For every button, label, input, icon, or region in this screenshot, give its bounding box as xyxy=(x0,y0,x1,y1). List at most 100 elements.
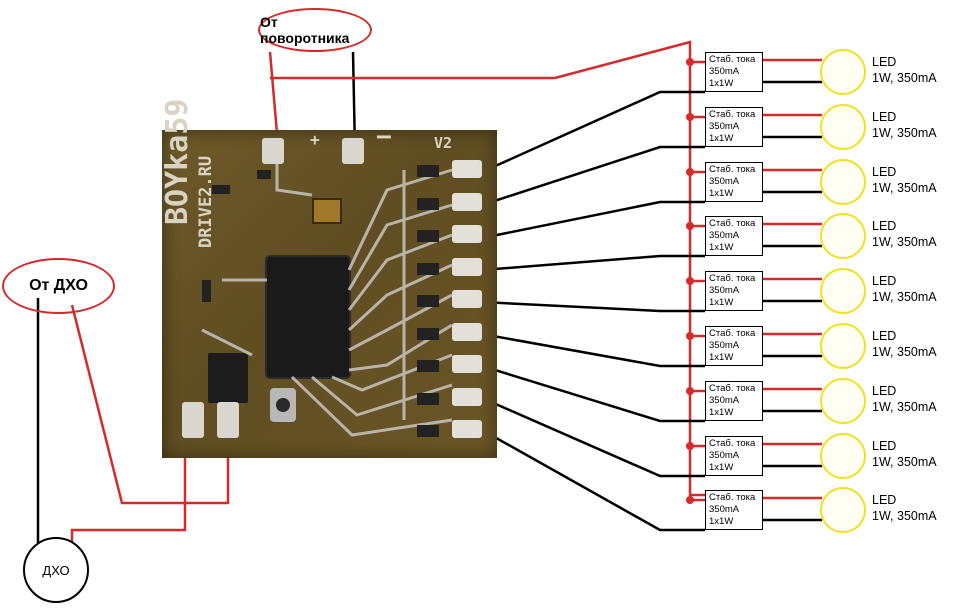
led-label: LED 1W, 350mA xyxy=(872,54,937,86)
current-driver-line1: Стаб. тока xyxy=(709,273,756,284)
led-icon xyxy=(820,378,866,424)
current-driver-line1: Стаб. тока xyxy=(709,383,756,394)
led-label: LED 1W, 350mA xyxy=(872,383,937,415)
driver-negative-wire xyxy=(481,200,705,240)
led-icon xyxy=(820,159,866,205)
current-driver-line3: 1x1W xyxy=(709,242,734,253)
current-driver-line3: 1x1W xyxy=(709,352,734,363)
led-label-line2: 1W, 350mA xyxy=(872,181,937,195)
led-label: LED 1W, 350mA xyxy=(872,273,937,305)
led-label-line1: LED xyxy=(872,274,897,288)
turn-signal-label-text: От поворотника xyxy=(260,14,350,46)
led-label-line2: 1W, 350mA xyxy=(872,509,937,523)
junction-dot xyxy=(686,387,694,395)
current-driver-line1: Стаб. тока xyxy=(709,328,756,339)
led-icon xyxy=(820,213,866,259)
current-driver-line2: 350mA xyxy=(709,230,740,241)
driver-negative-wire xyxy=(481,428,705,532)
current-driver-line3: 1x1W xyxy=(709,188,734,199)
led-label-line1: LED xyxy=(872,384,897,398)
current-driver-line2: 350mA xyxy=(709,66,740,77)
current-driver-line2: 350mA xyxy=(709,395,740,406)
junction-dot xyxy=(686,58,694,66)
led-label: LED 1W, 350mA xyxy=(872,218,937,250)
led-label-line1: LED xyxy=(872,55,897,69)
led-label-line2: 1W, 350mA xyxy=(872,235,937,249)
regulator-chip xyxy=(208,353,248,403)
drl-positive-wire xyxy=(70,304,230,505)
current-driver-line1: Стаб. тока xyxy=(709,492,756,503)
driver-negative-wire xyxy=(481,364,705,423)
driver-negative-wire xyxy=(481,332,705,368)
current-driver-line2: 350mA xyxy=(709,176,740,187)
led-label-line2: 1W, 350mA xyxy=(872,290,937,304)
led-label-line1: LED xyxy=(872,439,897,453)
current-driver-line2: 350mA xyxy=(709,450,740,461)
current-driver-line2: 350mA xyxy=(709,340,740,351)
led-label-line2: 1W, 350mA xyxy=(872,400,937,414)
led-label-line1: LED xyxy=(872,165,897,179)
junction-dot xyxy=(686,277,694,285)
board-plus-marking: + xyxy=(310,130,320,149)
led-label-line1: LED xyxy=(872,219,897,233)
led-label-line1: LED xyxy=(872,329,897,343)
current-driver-line3: 1x1W xyxy=(709,78,734,89)
led-label-line2: 1W, 350mA xyxy=(872,455,937,469)
led-icon xyxy=(820,268,866,314)
drl-source-label: ДХО xyxy=(42,562,70,578)
led-icon xyxy=(820,323,866,369)
junction-dot xyxy=(686,332,694,340)
current-driver-line1: Стаб. тока xyxy=(709,109,756,120)
driver-negative-wire xyxy=(481,300,705,313)
current-driver-line1: Стаб. тока xyxy=(709,218,756,229)
drl-input-label: От ДХО xyxy=(2,258,115,314)
junction-dot xyxy=(686,113,694,121)
junction-dot xyxy=(686,496,694,504)
turn-signal-branch-wire xyxy=(270,40,705,497)
current-driver-line3: 1x1W xyxy=(709,516,734,527)
drl-input-label-text: От ДХО xyxy=(29,277,88,294)
pcb-traces xyxy=(182,138,482,438)
microcontroller-chip xyxy=(267,257,349,377)
led-label: LED 1W, 350mA xyxy=(872,328,937,360)
tantalum-capacitor xyxy=(312,198,342,224)
led-label-line2: 1W, 350mA xyxy=(872,345,937,359)
led-label-line2: 1W, 350mA xyxy=(872,71,937,85)
current-driver-line3: 1x1W xyxy=(709,297,734,308)
led-label: LED 1W, 350mA xyxy=(872,164,937,196)
current-driver-line1: Стаб. тока xyxy=(709,164,756,175)
current-driver-line3: 1x1W xyxy=(709,407,734,418)
driver-negative-wire xyxy=(481,145,705,207)
junction-dot xyxy=(686,442,694,450)
drl-source: ДХО xyxy=(23,537,89,603)
driver-negative-wire xyxy=(481,396,705,478)
turn-signal-positive-wire xyxy=(268,51,280,146)
current-driver-line3: 1x1W xyxy=(709,462,734,473)
led-label-line1: LED xyxy=(872,493,897,507)
led-icon xyxy=(820,433,866,479)
led-label: LED 1W, 350mA xyxy=(872,492,937,524)
current-driver-line2: 350mA xyxy=(709,504,740,515)
led-icon xyxy=(820,487,866,533)
pcb-board: BOYka59 DRIVE2.RU V2 + − xyxy=(160,99,497,458)
led-icon xyxy=(820,104,866,150)
current-driver-line3: 1x1W xyxy=(709,133,734,144)
current-driver-line1: Стаб. тока xyxy=(709,54,756,65)
turn-signal-label: От поворотника xyxy=(258,8,372,52)
led-label-line2: 1W, 350mA xyxy=(872,126,937,140)
driver-negative-wire xyxy=(481,90,705,174)
junction-dot xyxy=(686,168,694,176)
current-driver-line2: 350mA xyxy=(709,121,740,132)
led-icon xyxy=(820,49,866,95)
junction-dot xyxy=(686,222,694,230)
